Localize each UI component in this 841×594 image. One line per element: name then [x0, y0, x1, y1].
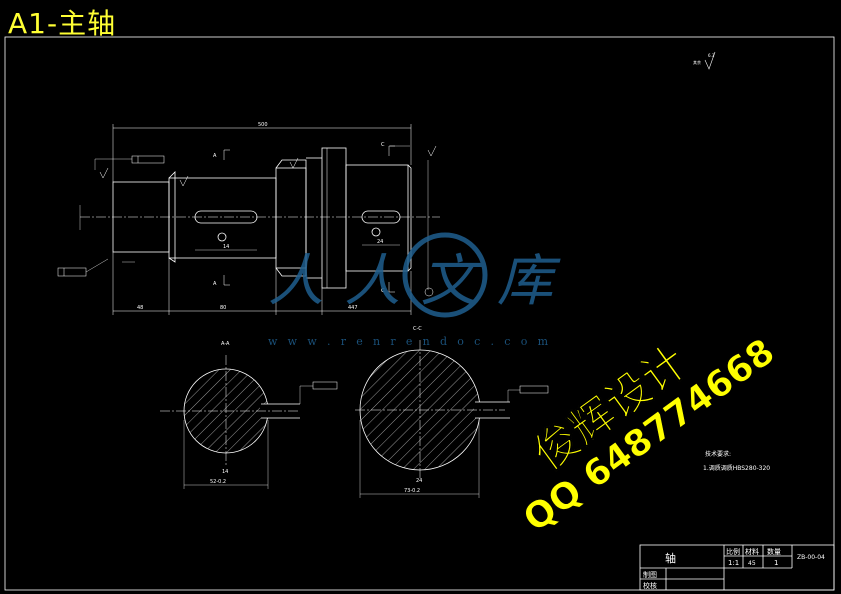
tech-req-heading: 技术要求: [705, 450, 731, 458]
section-c-c-key: 24 [416, 478, 422, 484]
keyway-2 [361, 210, 401, 224]
dim-right-len: 447 [348, 305, 358, 311]
title-block-scale: 1:1 [728, 559, 739, 567]
title-block-material-label: 材料 [745, 547, 759, 556]
section-a-a-dim: 52-0.2 [210, 479, 226, 485]
watermark-site-url: w w w . r e n r e n d o c . c o m [268, 335, 549, 348]
dim-left-len: 48 [137, 305, 143, 311]
dim-key-w1: 14 [223, 244, 229, 250]
shaft-collar [321, 147, 347, 289]
section-mark-c-bottom: C [381, 288, 385, 294]
shaft-chamfer-3 [275, 159, 307, 277]
keyway-mark-1 [217, 232, 227, 242]
section-a-a-title: A-A [221, 341, 230, 347]
section-c-c [355, 340, 549, 498]
roughness-symbol [704, 51, 716, 70]
drawing-frame [4, 36, 835, 591]
drawing-title: A1-主轴 [8, 7, 117, 40]
section-a-a [160, 355, 338, 489]
section-a-a-key: 14 [222, 469, 228, 475]
section-c-c-dim: 73-0.2 [404, 488, 420, 494]
title-block-scale-label: 比例 [726, 547, 740, 556]
watermark-logo-circle [402, 232, 488, 318]
title-block-drawing-no: ZB-00-04 [797, 554, 825, 561]
title-block-qty-label: 数量 [767, 547, 781, 556]
section-c-c-title: C-C [413, 326, 422, 332]
section-mark-a-top: A [213, 153, 217, 159]
title-block-qty: 1 [774, 559, 778, 567]
title-block-material: 45 [748, 560, 756, 567]
keyway-mark-2 [371, 227, 381, 237]
roughness-note-value: 6.3 [708, 53, 715, 58]
shaft-step-left [168, 171, 176, 263]
title-block-part-name: 轴 [665, 551, 676, 565]
roughness-note: 其余 6.3 [693, 51, 716, 70]
shaft-main-view [57, 124, 440, 315]
dim-key-w2: 24 [377, 239, 383, 245]
keyway-1 [194, 210, 258, 224]
section-mark-a-bottom: A [213, 281, 217, 287]
roughness-note-label: 其余 [693, 59, 701, 65]
title-block [639, 544, 835, 591]
title-block-drawn-label: 制图 [643, 570, 657, 579]
dim-mid-len: 80 [220, 305, 226, 311]
dim-overall-length: 500 [258, 122, 268, 128]
tech-req-line1: 1.调质调质HBS280-320 [703, 464, 770, 472]
shaft-segment-4 [345, 164, 409, 272]
title-block-checked-label: 校核 [643, 581, 657, 590]
section-mark-c-top: C [381, 142, 385, 148]
